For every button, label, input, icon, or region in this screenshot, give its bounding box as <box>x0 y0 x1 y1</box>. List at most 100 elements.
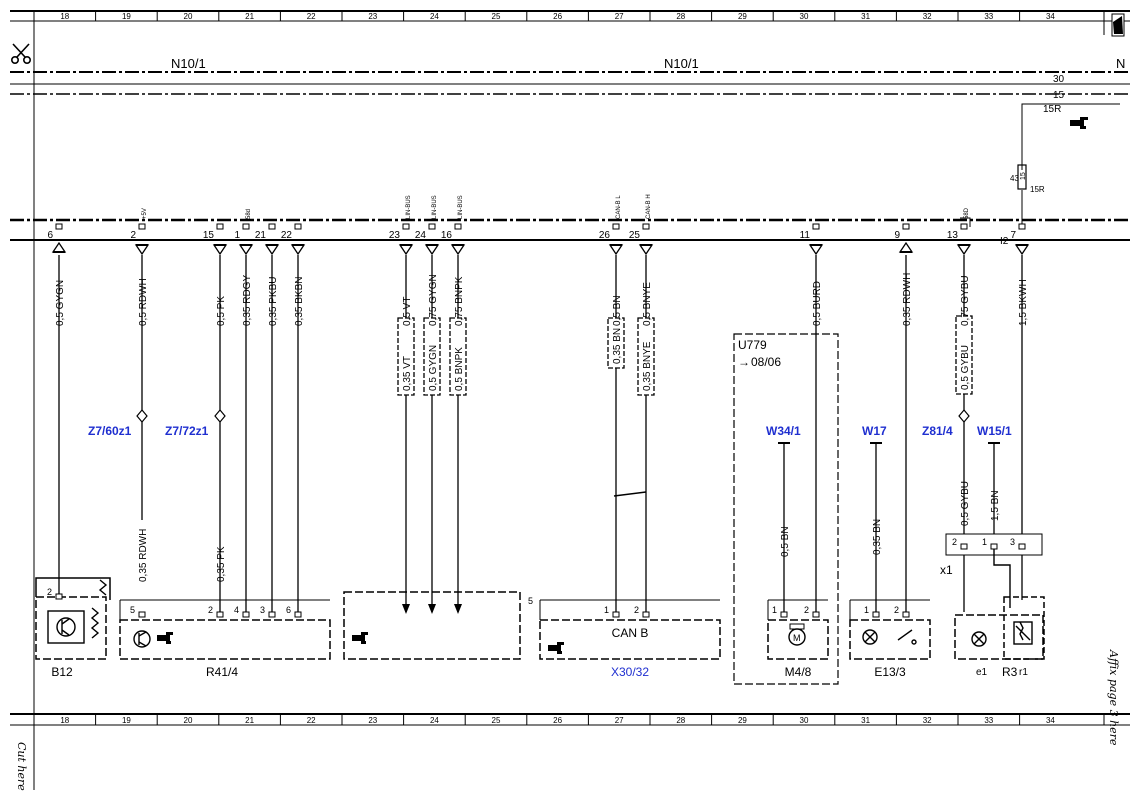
module-title-right: N <box>1116 56 1125 71</box>
hand-icons <box>157 632 564 654</box>
component-pin <box>55 593 63 600</box>
component-symbols <box>47 545 1033 648</box>
arrow-head-icon <box>428 604 436 614</box>
hand-reference-icon <box>1070 117 1088 129</box>
component-x30-32: X30/32 <box>611 665 649 679</box>
pin-11: 11 <box>800 223 824 256</box>
m-symbol: M <box>793 633 801 643</box>
component-pin <box>812 611 820 618</box>
component-m4-8: M4/8 <box>785 665 812 679</box>
variant-code: U779 <box>738 338 767 352</box>
grid-number: 32 <box>923 716 932 725</box>
pin-21: 21 <box>255 223 280 256</box>
pin-number: 22 <box>281 230 293 241</box>
pin-22: 22 <box>281 223 306 256</box>
component-pin-number: 2 <box>894 605 899 615</box>
ground-w15-1: W15/1 <box>977 424 1012 438</box>
wire-label-upper: 1,5 BKWH <box>1018 279 1029 326</box>
wire-label-lower: 0,5 GYBU <box>960 481 971 526</box>
ground-w17: W17 <box>862 424 887 438</box>
grid-number: 25 <box>492 12 501 21</box>
wire-label-upper: 0,75 GYGN <box>428 274 439 326</box>
grid-number: 34 <box>1046 716 1055 725</box>
grid-number: 34 <box>1046 12 1055 21</box>
wires <box>58 255 1023 614</box>
arrow-down-icon <box>238 244 254 256</box>
grid-number: 18 <box>60 716 69 725</box>
grid-number: 19 <box>122 12 131 21</box>
arrow-down-icon <box>608 244 624 256</box>
grid-number: 21 <box>245 716 254 725</box>
component-pin <box>612 611 620 618</box>
rail-15r-label: 15R <box>1043 104 1061 115</box>
pin-number: 9 <box>894 230 900 241</box>
arrow-head-icon <box>402 604 410 614</box>
wire-label-box <box>607 317 625 369</box>
grid-number: 26 <box>553 12 562 21</box>
variant-arrow-icon: → <box>738 355 750 369</box>
grid-number: 29 <box>738 12 747 21</box>
grid-number: 27 <box>615 716 624 725</box>
grid-number: 18 <box>60 12 69 21</box>
grid-number: 20 <box>184 716 193 725</box>
module-title-center: N10/1 <box>664 56 699 71</box>
wire-label-box <box>423 317 441 396</box>
component-r1: r1 <box>1019 667 1028 678</box>
wire-label-upper: 0,35 RDGY <box>242 275 253 326</box>
component-pin <box>294 611 302 618</box>
wire-label-upper: 0,5 GYGN <box>55 280 66 326</box>
grid-number: 24 <box>430 12 439 21</box>
connector-label: I2 <box>1000 236 1009 247</box>
pin-number: 21 <box>255 230 267 241</box>
arrow-down-icon <box>398 244 414 256</box>
component-pin-number: 3 <box>1010 537 1015 547</box>
wire-label-lower: 0,35 BN <box>872 519 883 555</box>
signal-label: LIN-BUS <box>406 195 412 219</box>
pin-6: 6 <box>47 223 67 253</box>
arrow-down-icon <box>1014 244 1030 256</box>
wire-label-boxed: 0,35 VT <box>402 356 413 391</box>
component-can-b: CAN B <box>612 626 649 640</box>
scissors-icon <box>11 43 31 64</box>
component-pin-number: 2 <box>804 605 809 615</box>
rail-15-label: 15 <box>1053 90 1065 101</box>
wire-label-upper: 0,5 PK <box>216 296 227 326</box>
component-pin <box>780 611 788 618</box>
splice-points <box>136 409 970 423</box>
pin-7: 7 <box>1010 223 1030 256</box>
component-pin-number: 2 <box>952 537 957 547</box>
arrow-up-icon <box>898 241 914 253</box>
wire-label-box <box>955 315 973 395</box>
signal-label: +5V <box>142 208 148 219</box>
arrow-up-icon <box>51 241 67 253</box>
component-pin-number: 2 <box>208 605 213 615</box>
frame <box>10 10 1130 790</box>
wire-label-lower: 1,5 BN <box>990 490 1001 521</box>
pin-2: 2 +5V <box>130 208 150 256</box>
pin-number: 2 <box>130 230 136 241</box>
component-pin-number: 1 <box>982 537 987 547</box>
wire-label-upper: 0,35 BKBN <box>294 277 305 326</box>
pin-number: 6 <box>47 230 53 241</box>
component-pin <box>872 611 880 618</box>
wire-label-upper: 0,5 BN <box>612 295 623 326</box>
component-pin-number: 1 <box>772 605 777 615</box>
wire-label-lower: 0,5 BN <box>780 526 791 557</box>
wire-label-lower: 0,35 RDWH <box>138 529 149 582</box>
grid-number: 32 <box>923 12 932 21</box>
module-title-left: N10/1 <box>171 56 206 71</box>
component-pin <box>990 543 998 550</box>
grid-number: 30 <box>800 12 809 21</box>
wire-label-box <box>397 317 415 396</box>
pin-number: 24 <box>415 230 427 241</box>
grid-number: 28 <box>676 716 685 725</box>
pin-number: 11 <box>800 230 811 241</box>
arrow-down-icon <box>212 244 228 256</box>
grid-number: 31 <box>861 716 870 725</box>
